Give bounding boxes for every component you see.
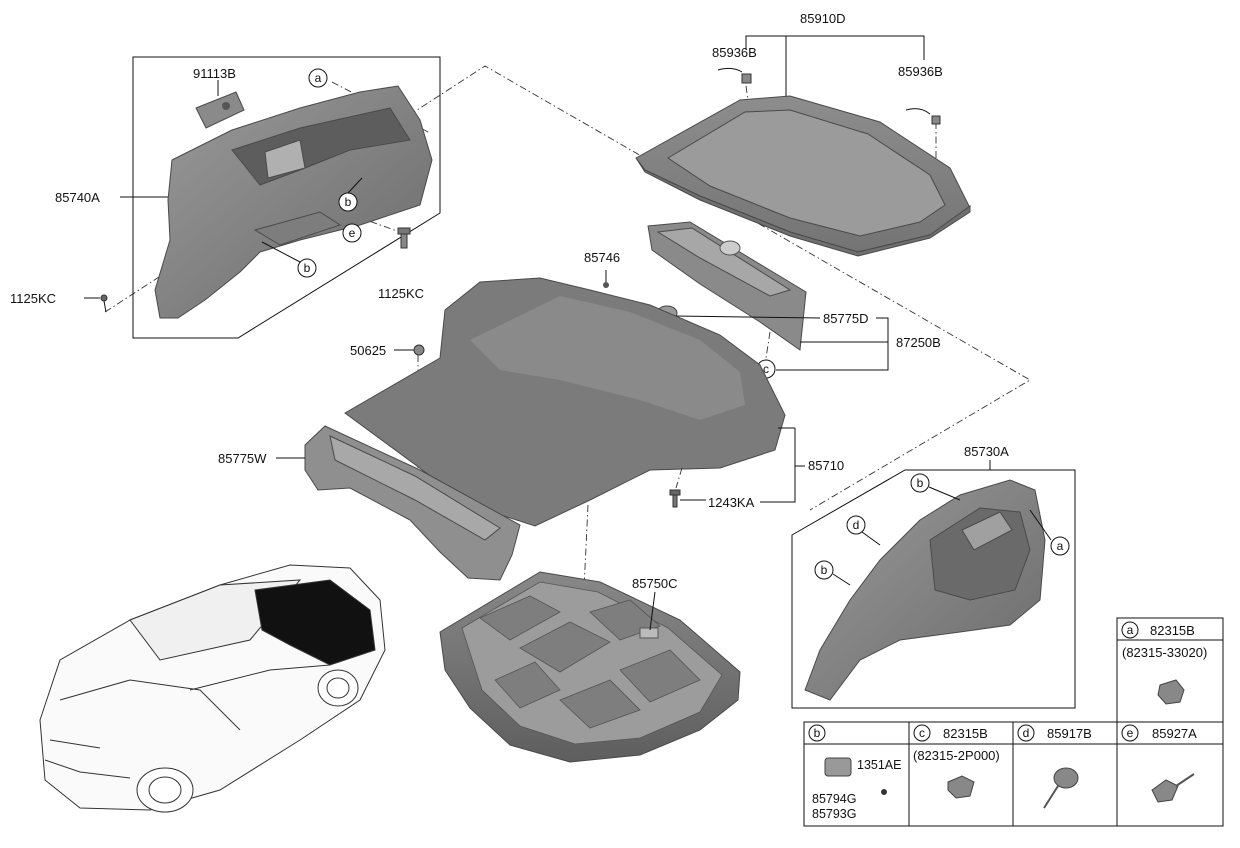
svg-text:d: d	[1023, 726, 1030, 740]
svg-text:c: c	[763, 362, 769, 376]
svg-text:b: b	[814, 726, 821, 740]
label-50625: 50625	[350, 343, 386, 358]
clip-85917b-icon	[1043, 767, 1079, 809]
legend-d-part: 85917B	[1047, 726, 1092, 741]
legend-table	[803, 617, 1224, 827]
svg-text:e: e	[1127, 726, 1134, 740]
nut-1351ae-icon	[881, 789, 887, 795]
svg-text:a: a	[1127, 623, 1134, 637]
quarter-trim-right-group	[791, 469, 1076, 709]
callout-a-left: a	[308, 68, 328, 88]
svg-text:b: b	[917, 476, 924, 490]
screw-85746	[603, 270, 609, 288]
callout-d-right: d	[846, 515, 866, 535]
label-85775d: 85775D	[823, 311, 869, 326]
luggage-tray-85750c[interactable]	[439, 571, 741, 763]
screw-1125kc-left	[100, 294, 108, 313]
legend-a-part: 82315B	[1150, 623, 1195, 638]
label-1125kc-mid: 1125KC	[378, 286, 424, 301]
svg-text:c: c	[919, 726, 925, 740]
svg-text:b: b	[304, 261, 311, 275]
sill-trim-87250b[interactable]	[647, 221, 807, 351]
bolt-1125kc-mid	[397, 227, 411, 249]
label-85775w: 85775W	[218, 451, 267, 466]
box-85740a	[132, 56, 441, 339]
clip-82315b-a-icon	[1157, 679, 1185, 705]
transverse-trim-85775w[interactable]	[304, 425, 521, 581]
legend-a-alt: (82315-33020)	[1122, 645, 1207, 660]
label-1125kc-left: 1125KC	[10, 291, 56, 306]
label-85730a: 85730A	[964, 444, 1009, 459]
legend-c-part: 82315B	[943, 726, 988, 741]
cover-91113b-part[interactable]	[195, 91, 245, 129]
svg-text:b: b	[821, 563, 828, 577]
label-85936b-left: 85936B	[712, 45, 757, 60]
luggage-floor-85710[interactable]	[344, 277, 786, 527]
legend-c-header: c	[913, 724, 931, 742]
clip-50625	[413, 344, 425, 356]
legend-b-header: b	[808, 724, 826, 742]
label-85910d: 85910D	[800, 11, 846, 26]
bolt-1243ka	[669, 489, 681, 508]
callout-b-left-2: b	[297, 258, 317, 278]
legend-e-header: e	[1121, 724, 1139, 742]
clip-85936b-left	[717, 67, 752, 84]
car-illustration	[39, 564, 386, 813]
legend-e-part: 85927A	[1152, 726, 1197, 741]
legend-b-85793g: 85793G	[812, 807, 856, 821]
label-87250b: 87250B	[896, 335, 941, 350]
label-91113b: 91113B	[193, 66, 236, 81]
svg-text:e: e	[349, 226, 356, 240]
legend-b-1351ae: 1351AE	[857, 758, 901, 772]
callout-a-right: a	[1050, 536, 1070, 556]
clip-82315b-c-icon	[947, 775, 975, 799]
svg-text:a: a	[315, 71, 322, 85]
label-1243ka: 1243KA	[708, 495, 755, 510]
legend-d-header: d	[1017, 724, 1035, 742]
label-85746: 85746	[584, 250, 620, 265]
legend-b-85794g: 85794G	[812, 792, 856, 806]
callout-b-right-1: b	[910, 473, 930, 493]
legend-a-header: a	[1121, 621, 1139, 639]
label-85750c: 85750C	[632, 576, 678, 591]
svg-text:d: d	[853, 518, 860, 532]
box-85730a	[791, 469, 1076, 709]
label-85740a: 85740A	[55, 190, 100, 205]
package-tray-85910d[interactable]	[635, 95, 971, 257]
svg-text:b: b	[345, 195, 352, 209]
callout-e-left: e	[342, 223, 362, 243]
quarter-trim-left-group	[120, 56, 441, 339]
fastener-85794g-icon	[824, 757, 852, 777]
label-85936b-right: 85936B	[898, 64, 943, 79]
callout-b-right-2: b	[814, 560, 834, 580]
clip-85927a-icon	[1151, 773, 1195, 803]
clip-85936b-right	[905, 108, 941, 125]
legend-c-alt: (82315-2P000)	[913, 748, 1000, 763]
label-85710: 85710	[808, 458, 844, 473]
svg-text:a: a	[1057, 539, 1064, 553]
callout-b-left-1: b	[338, 192, 358, 212]
